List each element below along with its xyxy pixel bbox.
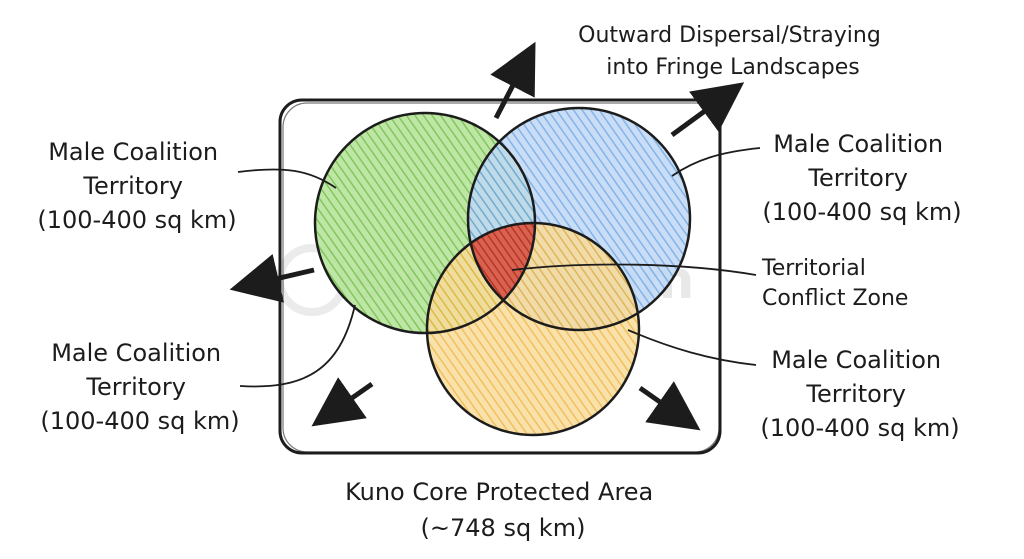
label-core-area: Kuno Core Protected Area (~748 sq km) [345,478,661,542]
territory-circles [313,106,692,437]
arrow-south-west [311,377,374,427]
arrow-south-east [638,381,701,431]
label-coalition-bottom-right: Male Coalition Territory (100-400 sq km) [760,346,959,442]
blue-territory-outline [466,106,692,332]
orange-territory-circle [427,223,639,435]
label-conflict-zone: Territorial Conflict Zone [761,256,908,311]
label-dispersal: Outward Dispersal/Straying into Fringe L… [578,23,888,80]
leader-line-bottom-left [239,304,356,388]
leader-lines [237,147,761,388]
leader-line-conflict [511,263,757,276]
dispersal-arrows [229,41,745,431]
labels: Male Coalition Territory (100-400 sq km)… [37,23,961,542]
leader-line-top-right [671,147,761,177]
leader-line-bottom-right [627,329,757,366]
label-coalition-top-left: Male Coalition Territory (100-400 sq km) [37,138,236,234]
arrow-west [229,253,315,303]
arrow-north [490,41,536,120]
leader-line-top-left [237,168,337,189]
label-coalition-top-right: Male Coalition Territory (100-400 sq km) [762,130,961,226]
arrow-north-east [670,82,745,138]
label-coalition-bottom-left: Male Coalition Territory (100-400 sq km) [40,339,239,435]
orange-territory-outline [425,221,641,437]
